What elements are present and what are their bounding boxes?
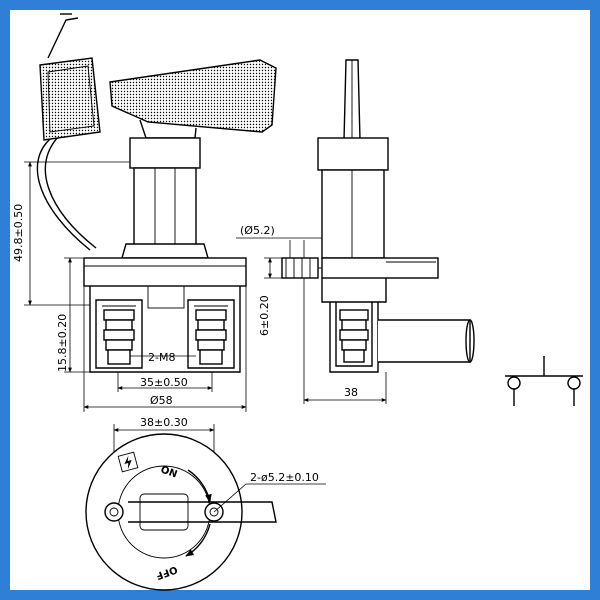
flange: [121, 243, 209, 259]
lever-handle: [109, 59, 277, 133]
cap-cable-inner: [44, 134, 97, 249]
center-post: [147, 285, 185, 309]
terminal-left: [102, 305, 136, 365]
mount-hole-left: [104, 502, 124, 522]
top-lever: [128, 501, 277, 523]
contact-right: [567, 376, 581, 390]
terminal-left-box: [95, 299, 143, 369]
switch-body: [133, 167, 197, 251]
side-cable-tube: [378, 319, 471, 363]
side-terminal: [339, 309, 369, 363]
base-circle: [85, 433, 243, 591]
dim-height-base: 15.8±0.20: [56, 314, 69, 372]
lightning-icon: [117, 451, 139, 473]
dim-height-total: 49.8±0.50: [12, 204, 25, 262]
cap-cable: [36, 134, 91, 251]
front-view: 2-M8 49.8±0.50 15.8±0.20 35±0.50 Ø58: [12, 13, 277, 412]
side-bolt: [281, 257, 319, 279]
dust-cap-inner: [47, 65, 95, 133]
dim-spacing: 35±0.50: [140, 376, 188, 389]
dim-side-width: 38: [344, 386, 358, 399]
base-plate: [83, 257, 247, 287]
dim-top-spacing: 38±0.30: [140, 416, 188, 429]
dim-mount-thickness: 6±0.20: [258, 295, 271, 336]
on-arrow: [187, 469, 212, 503]
side-view: (Ø5.2) 6±0.20 38: [236, 59, 475, 404]
dim-hole-dia: (Ø5.2): [240, 224, 275, 237]
on-label: ON: [159, 464, 179, 480]
dust-cap: [39, 57, 101, 141]
side-collar: [317, 137, 389, 171]
terminal-right-box: [187, 299, 235, 369]
switch-symbol: [505, 356, 583, 406]
top-view: 38±0.30 2-ø5.2±0.10 ON OFF: [85, 416, 326, 591]
side-base-plate: [321, 257, 439, 279]
side-body: [321, 169, 385, 259]
dim-base-dia: Ø58: [150, 394, 173, 407]
switch-collar: [129, 137, 201, 169]
cap-cable-top: [47, 17, 79, 59]
contact-left: [507, 376, 521, 390]
thread-label: 2-M8: [148, 351, 175, 364]
terminal-right: [194, 305, 228, 365]
dim-mount-holes: 2-ø5.2±0.10: [250, 471, 319, 484]
off-arrow: [185, 523, 211, 557]
terminal-housing: [89, 286, 241, 373]
